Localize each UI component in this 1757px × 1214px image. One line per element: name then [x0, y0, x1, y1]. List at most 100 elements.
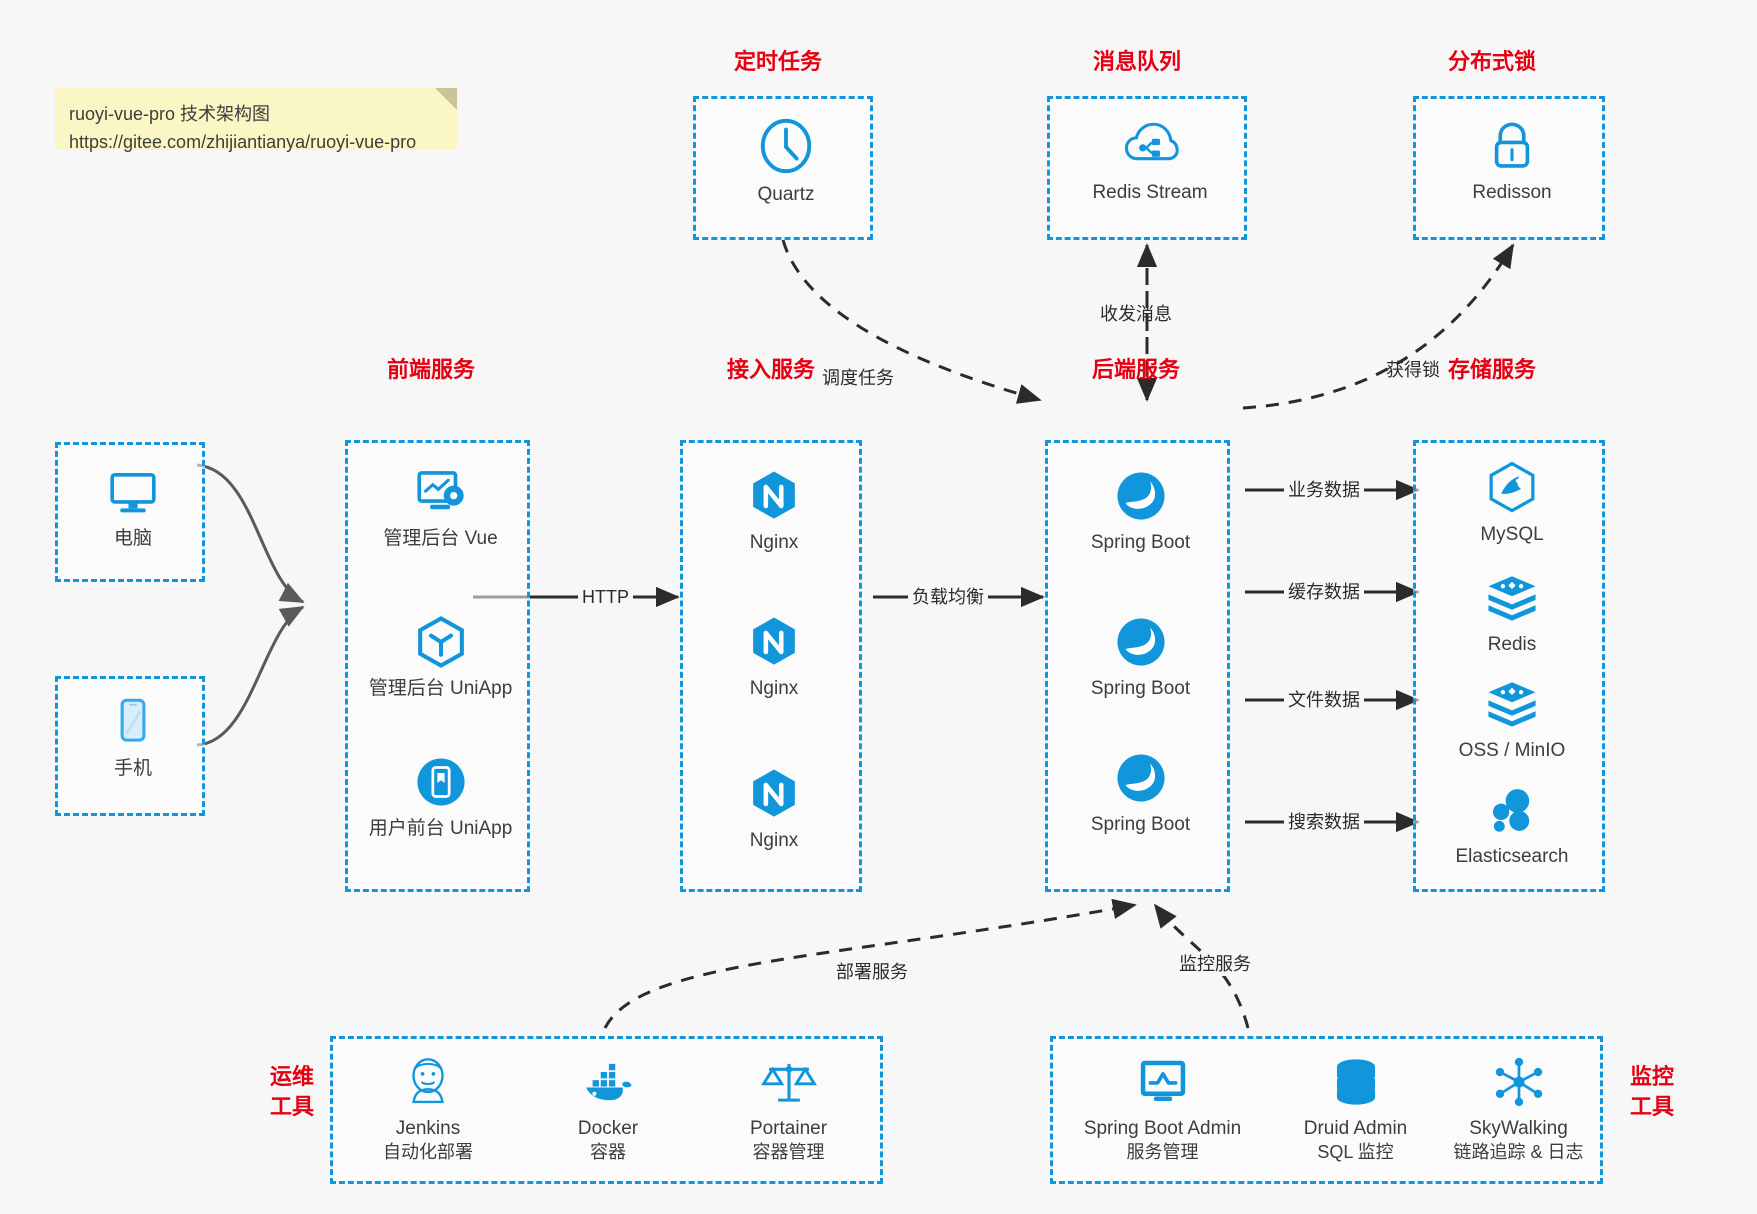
group-title-lock: 分布式锁 [1448, 49, 1537, 74]
group-monitor: Spring Boot Admin 服务管理 Druid Admin SQL 监… [1050, 1036, 1603, 1184]
group-title-scheduler: 定时任务 [734, 49, 823, 74]
node-nginx-2[interactable]: Nginx [683, 613, 865, 701]
node-label: Nginx [749, 830, 799, 851]
group-mq: Redis Stream [1047, 96, 1247, 240]
node-label: Docker [577, 1118, 639, 1139]
spring-icon [1116, 754, 1165, 802]
edge-label-file-data: 文件数据 [1284, 688, 1364, 712]
edge-label-schedule-task: 调度任务 [822, 368, 894, 388]
node-docker[interactable]: Docker 容器 [523, 1053, 693, 1164]
devops-title-line-1: 运维 [269, 1064, 314, 1089]
node-redis[interactable]: Redis [1416, 569, 1608, 657]
node-label: 手机 [113, 758, 152, 779]
nginx-icon [753, 471, 795, 519]
edge-label-load-balance: 负载均衡 [908, 585, 988, 609]
node-portainer[interactable]: Portainer 容器管理 [701, 1053, 876, 1164]
note-line-2: https://gitee.com/zhijiantianya/ruoyi-vu… [69, 132, 417, 152]
node-redisson[interactable]: Redisson [1416, 117, 1608, 205]
node-label: Nginx [749, 532, 799, 553]
node-admin-vue[interactable]: 管理后台 Vue [348, 463, 533, 551]
note-fold-corner [435, 88, 457, 110]
node-sublabel: 自动化部署 [383, 1142, 473, 1162]
node-nginx-3[interactable]: Nginx [683, 765, 865, 853]
group-gateway: Nginx Nginx Nginx [680, 440, 862, 892]
group-title-devops: 运维 工具 [258, 1062, 326, 1122]
redis-icon [1488, 576, 1536, 621]
edge-label-http: HTTP [578, 585, 633, 609]
node-sublabel: 链路追踪 & 日志 [1453, 1142, 1584, 1162]
edge-label-acquire-lock: 获得锁 [1386, 360, 1440, 380]
title-note: ruoyi-vue-pro 技术架构图 https://gitee.com/zh… [55, 88, 457, 152]
node-label: Quartz [757, 184, 815, 205]
padlock-icon [1494, 122, 1530, 168]
spring-icon [1116, 618, 1165, 666]
node-elasticsearch[interactable]: Elasticsearch [1416, 781, 1608, 869]
cube-icon [417, 616, 464, 668]
group-client-desktop: 电脑 [55, 442, 205, 582]
group-scheduler: Quartz [693, 96, 873, 240]
node-sublabel: SQL 监控 [1317, 1142, 1394, 1162]
group-backend: Spring Boot Spring Boot Spring Boot [1045, 440, 1230, 892]
node-spring-boot-admin[interactable]: Spring Boot Admin 服务管理 [1055, 1053, 1270, 1164]
elasticsearch-icon [1492, 789, 1530, 832]
devops-title-line-2: 工具 [269, 1094, 314, 1119]
node-label: Druid Admin [1303, 1118, 1408, 1139]
node-druid-admin[interactable]: Druid Admin SQL 监控 [1268, 1053, 1443, 1164]
node-label: Redis [1487, 634, 1537, 655]
node-label: Redisson [1472, 182, 1552, 203]
phone-icon [120, 698, 146, 742]
group-client-phone: 手机 [55, 676, 205, 816]
node-jenkins[interactable]: Jenkins 自动化部署 [343, 1053, 513, 1164]
group-frontend: 管理后台 Vue 管理后台 UniApp 用户前台 UniApp [345, 440, 530, 892]
node-label: MySQL [1480, 524, 1544, 545]
node-quartz[interactable]: Quartz [696, 115, 876, 207]
node-desktop[interactable]: 电脑 [58, 463, 208, 551]
group-storage: MySQL Redis OSS / MinIO [1413, 440, 1605, 892]
docker-icon [586, 1063, 632, 1101]
node-skywalking[interactable]: SkyWalking 链路追踪 & 日志 [1431, 1053, 1606, 1164]
edge-label-monitor-service: 监控服务 [1175, 952, 1255, 976]
spring-icon [1116, 472, 1165, 520]
node-spring-boot-2[interactable]: Spring Boot [1048, 613, 1233, 701]
group-lock: Redisson [1413, 96, 1605, 240]
cloud-node-icon [1124, 122, 1179, 161]
group-title-backend: 后端服务 [1092, 357, 1181, 382]
monitor-title-line-1: 监控 [1629, 1064, 1674, 1089]
node-spring-boot-1[interactable]: Spring Boot [1048, 467, 1233, 555]
node-label: 管理后台 Vue [383, 528, 498, 549]
monitor-chart-icon [1140, 1060, 1185, 1102]
monitor-title-line-2: 工具 [1629, 1094, 1674, 1119]
node-label: 电脑 [113, 528, 152, 549]
node-mysql[interactable]: MySQL [1416, 459, 1608, 547]
node-label: Jenkins [395, 1118, 461, 1139]
group-title-frontend: 前端服务 [387, 357, 476, 382]
node-sublabel: 服务管理 [1126, 1142, 1199, 1162]
node-label: SkyWalking [1469, 1118, 1568, 1139]
node-spring-boot-3[interactable]: Spring Boot [1048, 749, 1233, 837]
clock-icon [760, 118, 812, 174]
nginx-icon [753, 769, 795, 817]
node-nginx-1[interactable]: Nginx [683, 467, 865, 555]
node-oss-minio[interactable]: OSS / MinIO [1416, 675, 1608, 763]
node-user-uniapp[interactable]: 用户前台 UniApp [348, 753, 533, 841]
node-sublabel: 容器管理 [752, 1142, 825, 1162]
edge-label-deploy-service: 部署服务 [832, 960, 912, 984]
node-label: Portainer [749, 1118, 828, 1139]
node-label: Redis Stream [1092, 182, 1208, 203]
group-title-mq: 消息队列 [1093, 49, 1182, 74]
group-title-gateway: 接入服务 [727, 357, 816, 382]
edge-label-send-receive-message: 收发消息 [1100, 304, 1172, 324]
node-redis-stream[interactable]: Redis Stream [1050, 117, 1250, 205]
edge-label-cache-data: 缓存数据 [1284, 580, 1364, 604]
oss-icon [1488, 682, 1536, 727]
nginx-icon [753, 617, 795, 665]
node-phone[interactable]: 手机 [58, 693, 208, 781]
node-label: 用户前台 UniApp [368, 818, 513, 839]
node-label: Spring Boot [1090, 814, 1191, 835]
node-label: OSS / MinIO [1458, 740, 1566, 761]
node-label: Spring Boot [1090, 532, 1191, 553]
group-devops: Jenkins 自动化部署 Docker 容器 [330, 1036, 883, 1184]
node-admin-uniapp[interactable]: 管理后台 UniApp [348, 613, 533, 701]
node-label: Spring Boot [1090, 678, 1191, 699]
